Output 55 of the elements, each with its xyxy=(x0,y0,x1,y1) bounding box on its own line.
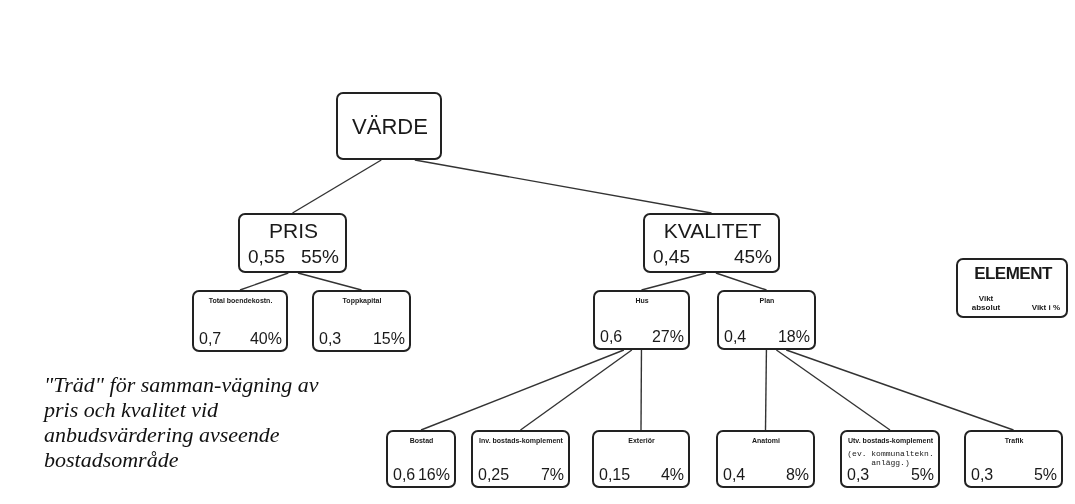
tree-connector xyxy=(297,272,363,291)
column-label: Vikt absolut xyxy=(970,295,1002,313)
tree-node-box xyxy=(312,290,411,352)
weight-absolute: 0,3 xyxy=(319,330,342,348)
weight-percent: 40% xyxy=(249,330,282,348)
weight-absolute: 0,45 xyxy=(653,247,690,268)
weight-absolute: 0,6 xyxy=(393,466,416,484)
tree-connector xyxy=(764,349,768,431)
tree-connector xyxy=(519,349,633,431)
node-title: ELEMENT xyxy=(973,264,1054,284)
tree-connector xyxy=(775,349,891,431)
tree-node-box xyxy=(238,213,347,273)
tree-node-box xyxy=(716,430,815,488)
weight-percent: 7% xyxy=(540,466,564,484)
weight-percent: 55% xyxy=(300,247,339,268)
node-note: (ev. kommunaltekn. anlägg.) xyxy=(847,450,934,468)
weight-absolute: 0,25 xyxy=(478,466,510,484)
weight-absolute: 0,3 xyxy=(847,466,870,484)
weight-percent: 16% xyxy=(417,466,450,484)
weight-absolute: 0,7 xyxy=(199,330,222,348)
tree-connector xyxy=(640,349,643,431)
handwritten-caption: "Träd" för samman-vägning av pris och kvalitet vid anbudsvärdering avseende bostadsområde xyxy=(44,372,320,472)
weight-percent: 5% xyxy=(1033,466,1057,484)
weight-percent: 5% xyxy=(910,466,934,484)
tree-node-box xyxy=(964,430,1063,488)
weight-absolute: 0,6 xyxy=(600,328,623,346)
tree-connector xyxy=(785,349,1015,431)
tree-node-box xyxy=(192,290,288,352)
tree-node-box xyxy=(471,430,570,488)
node-title: PRIS xyxy=(268,219,319,244)
tree-node-box xyxy=(643,213,780,273)
tree-node-box xyxy=(592,430,690,488)
tree-connector xyxy=(420,349,625,431)
tree-connector xyxy=(414,159,713,214)
node-title: VÄRDE xyxy=(351,113,429,140)
column-label: Vikt i % xyxy=(1031,304,1060,313)
weight-percent: 27% xyxy=(651,328,684,346)
weight-percent: 4% xyxy=(660,466,684,484)
weight-percent: 45% xyxy=(733,247,772,268)
tree-node-box xyxy=(717,290,816,350)
weight-absolute: 0,4 xyxy=(723,466,746,484)
tree-node-box xyxy=(840,430,940,488)
weight-percent: 8% xyxy=(785,466,809,484)
weight-absolute: 0,55 xyxy=(248,247,285,268)
node-title: KVALITET xyxy=(662,219,763,244)
weight-percent: 15% xyxy=(372,330,405,348)
tree-node-box xyxy=(386,430,456,488)
weight-absolute: 0,3 xyxy=(971,466,994,484)
weight-absolute: 0,15 xyxy=(599,466,631,484)
tree-node-box xyxy=(336,92,442,160)
tree-node-box xyxy=(593,290,690,350)
weight-absolute: 0,4 xyxy=(724,328,747,346)
tree-node-box xyxy=(956,258,1068,318)
weight-percent: 18% xyxy=(777,328,810,346)
tree-connector xyxy=(291,159,382,214)
